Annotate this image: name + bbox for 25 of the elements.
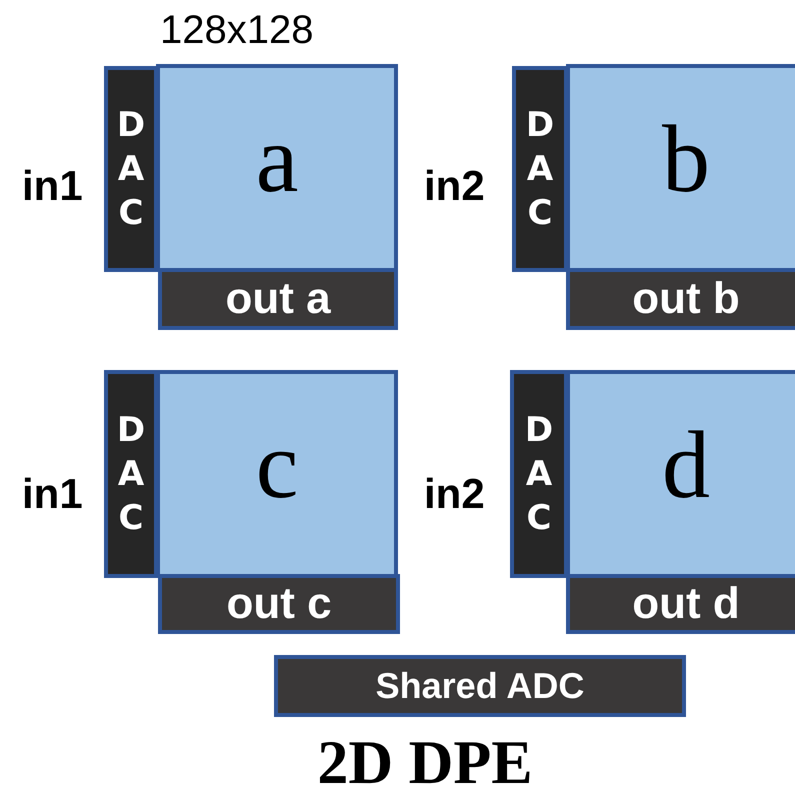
block-label: out c <box>226 579 332 629</box>
block-label: DAC <box>116 408 146 540</box>
dac-block <box>104 66 158 272</box>
dac-block <box>104 370 158 578</box>
dac-block <box>512 66 568 272</box>
block-label: DAC <box>116 104 146 236</box>
input-label: in1 <box>22 162 83 210</box>
block-label: d <box>662 410 710 520</box>
block-label: Shared ADC <box>376 665 584 707</box>
output-block <box>158 574 400 634</box>
block-label: out a <box>225 274 331 324</box>
block-label: out d <box>632 579 740 629</box>
diagram-title: 2D DPE <box>316 728 534 799</box>
dac-block <box>510 370 568 578</box>
adc-block <box>274 655 686 717</box>
block-label: out b <box>632 274 740 324</box>
block-label: a <box>256 104 298 214</box>
block-label: DAC <box>524 104 556 236</box>
block-label: DAC <box>524 408 554 540</box>
input-label: in2 <box>424 162 485 210</box>
input-label: in1 <box>22 470 83 518</box>
block-label: b <box>662 104 710 214</box>
input-label: in2 <box>424 470 485 518</box>
size-label: 128x128 <box>160 8 314 53</box>
block-label: c <box>256 410 298 520</box>
